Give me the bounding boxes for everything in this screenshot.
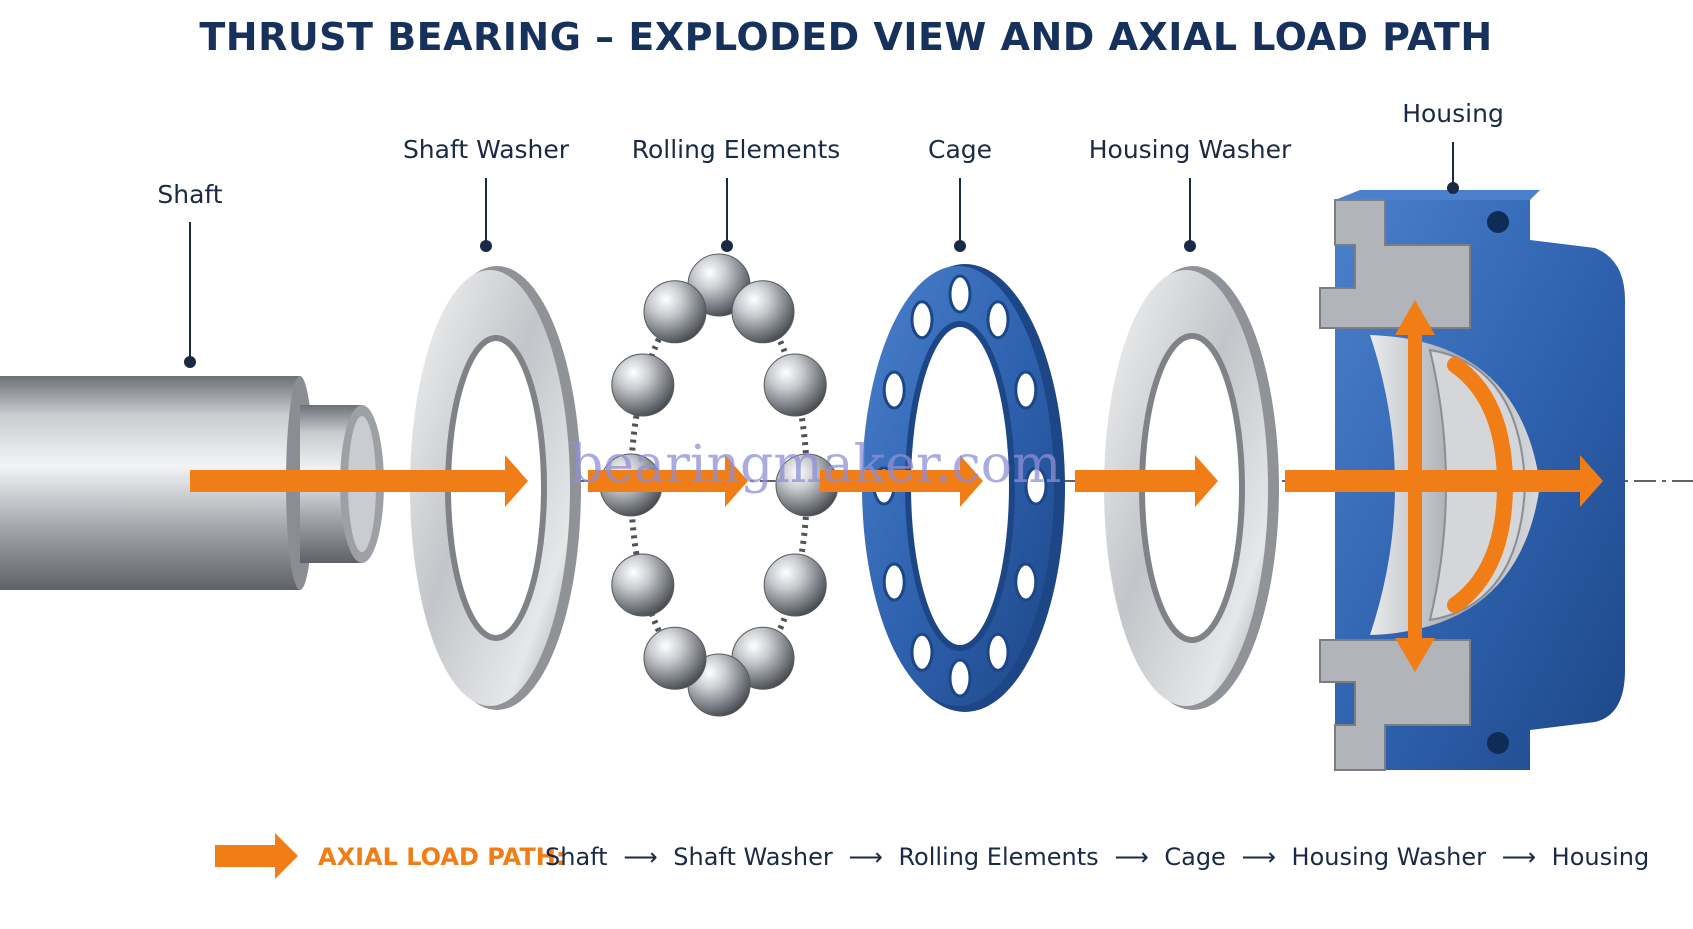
cage-pocket — [882, 370, 906, 410]
cage-pocket — [1014, 562, 1038, 602]
shaft — [0, 376, 384, 590]
ball — [611, 553, 675, 617]
rolling-elements — [599, 253, 839, 717]
leader-lines — [184, 142, 1459, 368]
load-arrow-cage — [820, 455, 983, 507]
legend-title: AXIAL LOAD PATH: — [318, 843, 565, 871]
label-rolling-elements: Rolling Elements — [632, 135, 841, 164]
cage-pocket — [986, 632, 1010, 672]
ball — [731, 280, 795, 344]
label-housing-washer: Housing Washer — [1089, 135, 1292, 164]
legend-arrow-icon — [215, 833, 298, 879]
cage-pocket — [948, 274, 972, 314]
label-shaft: Shaft — [157, 180, 222, 209]
load-arrow-balls — [588, 455, 748, 507]
label-cage: Cage — [928, 135, 992, 164]
ball — [763, 353, 827, 417]
load-arrow-housing — [1285, 455, 1603, 507]
cage-pocket — [1014, 370, 1038, 410]
watermark: bearingmaker.com — [570, 435, 1061, 495]
cage-pocket — [910, 300, 934, 340]
label-shaft-washer: Shaft Washer — [403, 135, 570, 164]
ball — [763, 553, 827, 617]
legend: AXIAL LOAD PATH: Shaft ⟶ Shaft Washer ⟶ … — [215, 833, 1649, 879]
ball — [611, 353, 675, 417]
legend-step-cage: Cage — [1164, 843, 1225, 871]
load-arrow-housing-washer — [1075, 455, 1218, 507]
load-arrow-down — [1395, 484, 1435, 672]
legend-step-rolling-elements: Rolling Elements — [898, 843, 1098, 871]
cage-pocket — [1024, 466, 1048, 506]
legend-sep: ⟶ — [623, 843, 657, 871]
cage-pocket — [910, 632, 934, 672]
page-title: THRUST BEARING – EXPLODED VIEW AND AXIAL… — [199, 15, 1492, 59]
cage-pocket — [882, 562, 906, 602]
ball — [643, 280, 707, 344]
legend-sep: ⟶ — [1502, 843, 1536, 871]
axial-load-arrows — [190, 300, 1603, 672]
legend-step-shaft-washer: Shaft Washer — [673, 843, 833, 871]
legend-sep: ⟶ — [1114, 843, 1148, 871]
legend-steps: Shaft ⟶ Shaft Washer ⟶ Rolling Elements … — [545, 843, 1649, 871]
ball — [643, 626, 707, 690]
cage-pocket — [986, 300, 1010, 340]
cage-pocket — [948, 658, 972, 698]
load-arrow-up — [1395, 300, 1435, 478]
legend-step-housing-washer: Housing Washer — [1292, 843, 1487, 871]
legend-sep: ⟶ — [848, 843, 882, 871]
legend-step-housing: Housing — [1552, 843, 1650, 871]
legend-step-shaft: Shaft — [545, 843, 608, 871]
legend-sep: ⟶ — [1241, 843, 1275, 871]
label-housing: Housing — [1402, 99, 1504, 128]
load-arrow-shaft — [190, 455, 528, 507]
